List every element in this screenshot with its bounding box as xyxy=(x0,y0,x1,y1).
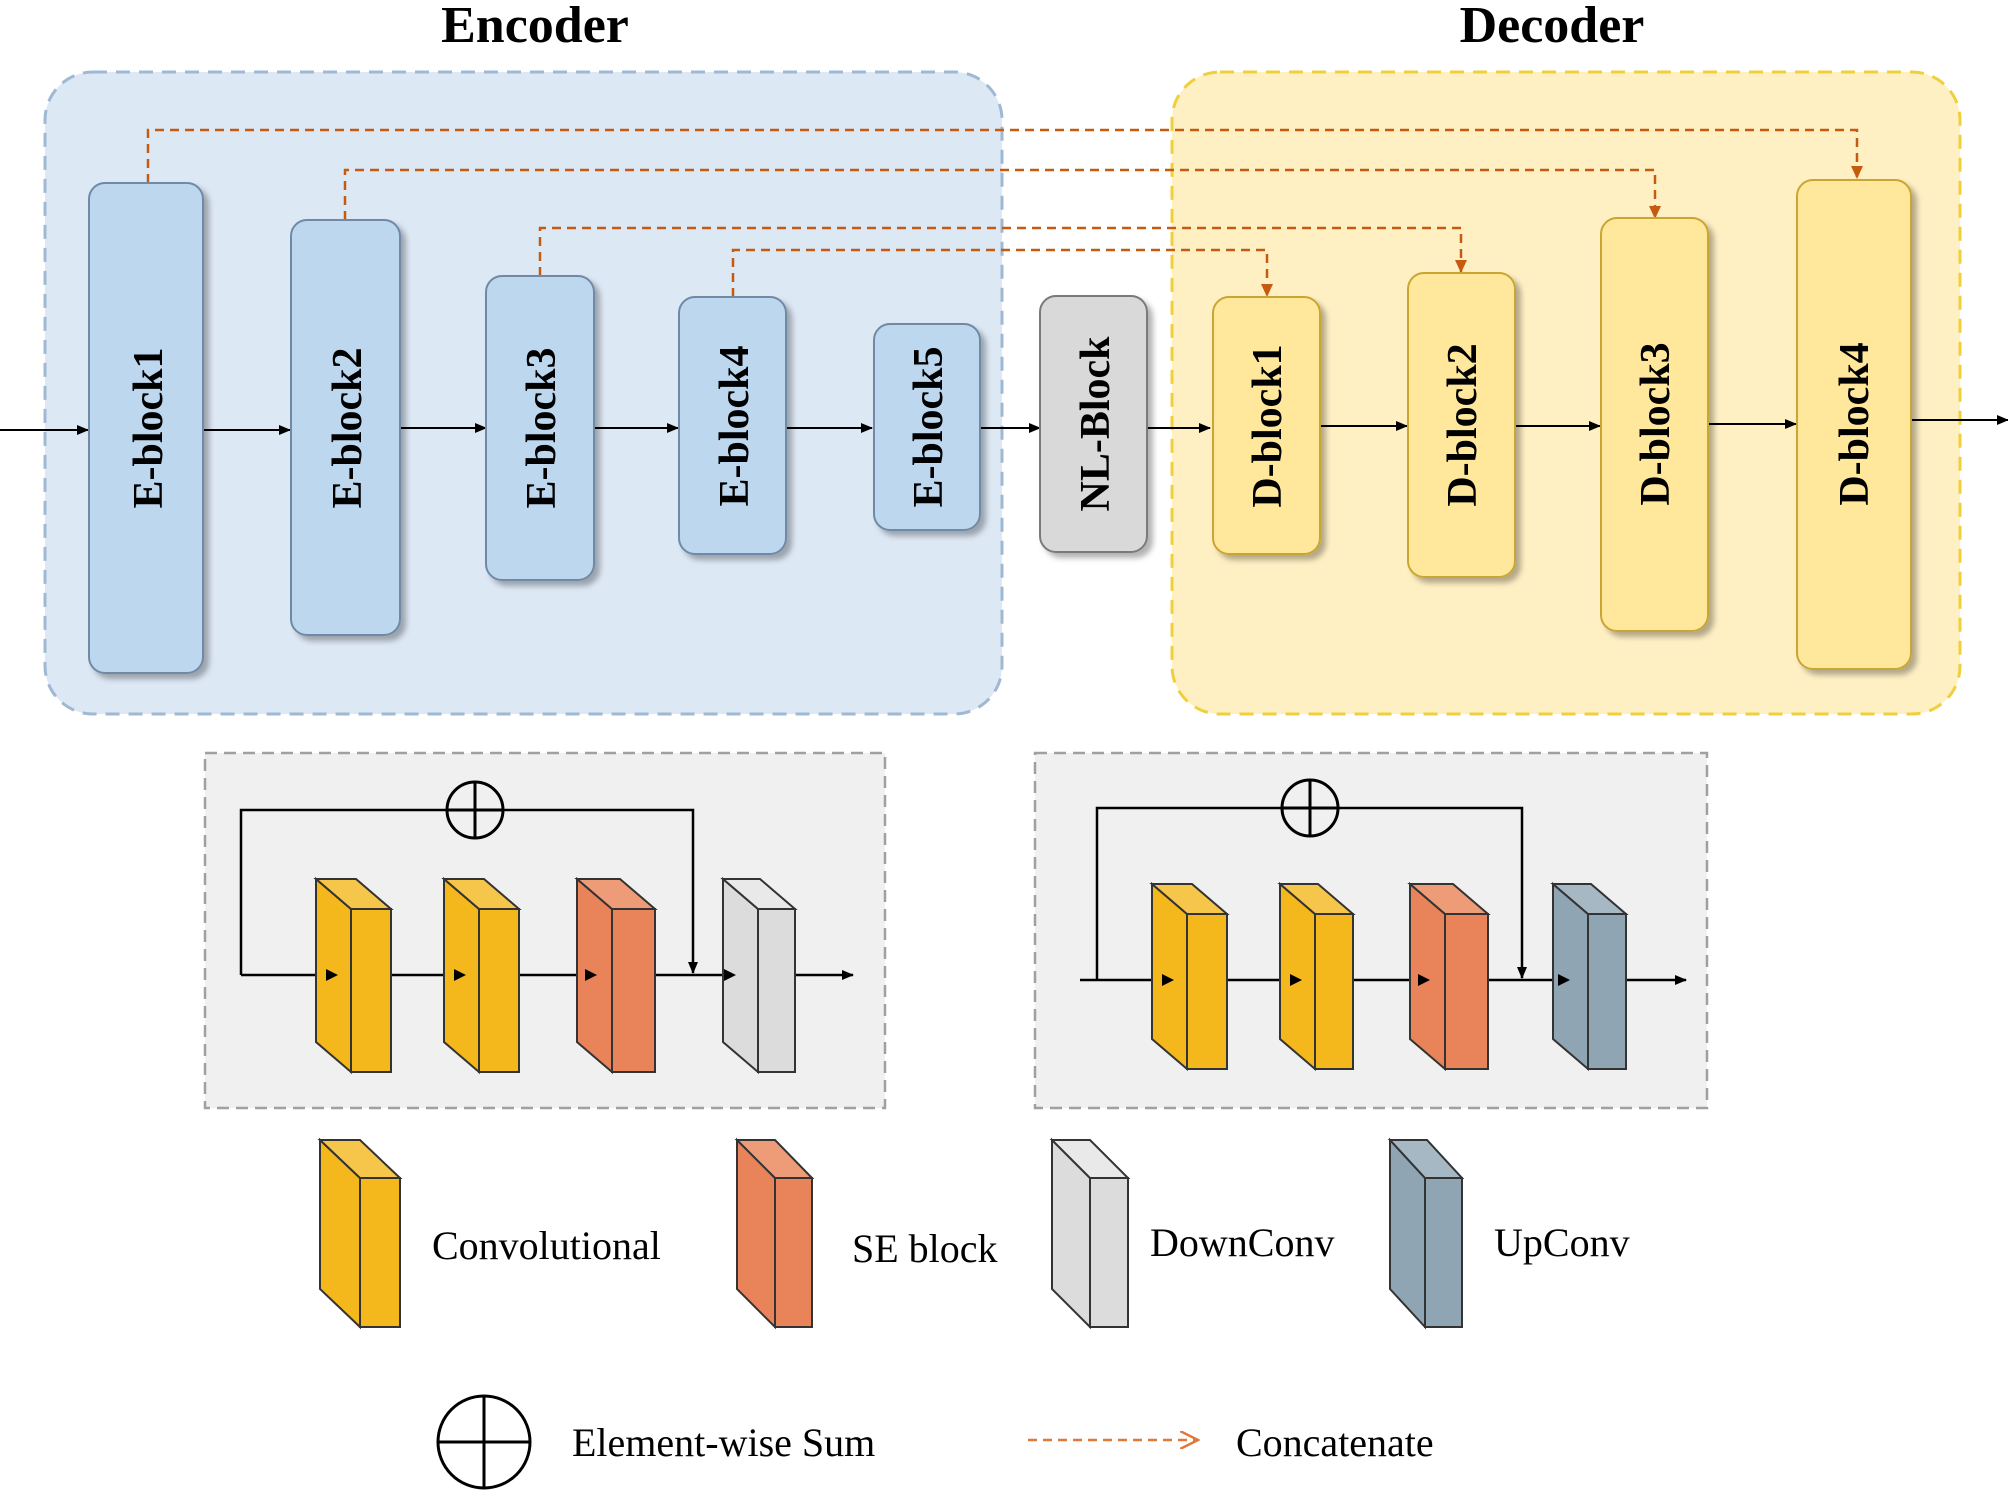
legend-se-label: SE block xyxy=(852,1226,998,1271)
legend: Convolutional SE block DownConv UpConv E… xyxy=(317,1137,1630,1490)
legend-conv-label: Convolutional xyxy=(432,1223,661,1268)
decoder-conv-cube-1 xyxy=(1149,881,1230,1072)
skip-connection-4 xyxy=(731,248,1273,297)
encoder-title: Encoder xyxy=(441,0,629,54)
encoder-block-detail xyxy=(203,751,887,1110)
legend-se-icon xyxy=(734,1137,815,1330)
encoder-downconv-cube xyxy=(720,876,798,1075)
decoder-panel xyxy=(1170,70,1962,716)
e-block-2 xyxy=(290,219,401,636)
decoder-blocks xyxy=(1212,179,1912,670)
d-block-3-label: D-block3 xyxy=(1633,342,1679,505)
e-block-4 xyxy=(678,296,787,555)
e-block-5-label: E-block5 xyxy=(906,346,952,507)
d-block-1-label: D-block1 xyxy=(1245,344,1291,507)
d-block-3 xyxy=(1600,217,1709,632)
e-block-1-label: E-block1 xyxy=(126,347,172,508)
decoder-block-detail xyxy=(1033,751,1709,1110)
d-block-4-label: D-block4 xyxy=(1832,342,1878,505)
e-block-3-label: E-block3 xyxy=(519,347,565,508)
encoder-conv-cube-2 xyxy=(441,876,522,1075)
legend-downconv-icon xyxy=(1049,1137,1131,1330)
legend-downconv-label: DownConv xyxy=(1150,1220,1334,1265)
legend-sum-icon xyxy=(436,1394,532,1490)
skip-connection-3 xyxy=(538,226,1467,276)
encoder-blocks xyxy=(88,182,981,674)
skip-connection-2 xyxy=(343,168,1661,220)
nl-block xyxy=(1039,295,1148,553)
skip-connection-1 xyxy=(146,128,1863,183)
legend-upconv-icon xyxy=(1387,1137,1465,1330)
d-block-2 xyxy=(1407,272,1516,578)
d-block-4 xyxy=(1796,179,1912,670)
decoder-se-cube xyxy=(1407,881,1491,1072)
legend-concat-label: Concatenate xyxy=(1236,1420,1434,1465)
decoder-conv-cube-2 xyxy=(1277,881,1356,1072)
decoder-title: Decoder xyxy=(1460,0,1645,54)
main-flow-arrows xyxy=(0,415,2008,435)
d-block-1 xyxy=(1212,296,1321,555)
legend-sum-label: Element-wise Sum xyxy=(572,1420,875,1465)
legend-upconv-label: UpConv xyxy=(1494,1220,1630,1265)
legend-conv-icon xyxy=(317,1137,403,1330)
e-block-1 xyxy=(88,182,204,674)
skip-connections xyxy=(146,128,1863,297)
nl-block-label: NL-Block xyxy=(1073,336,1119,512)
decoder-upconv-cube xyxy=(1550,881,1629,1072)
e-block-5 xyxy=(873,323,981,531)
e-block-3 xyxy=(485,275,595,581)
e-block-2-label: E-block2 xyxy=(325,347,371,508)
e-block-4-label: E-block4 xyxy=(712,345,758,506)
d-block-2-label: D-block2 xyxy=(1440,343,1486,506)
